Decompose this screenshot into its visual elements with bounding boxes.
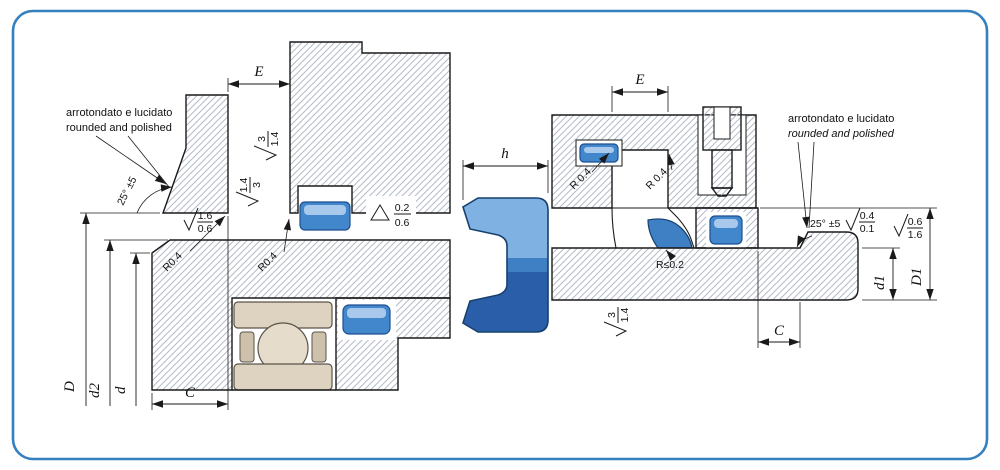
dim-label-C-right: C (774, 323, 785, 339)
left-housing-block (289, 41, 451, 214)
bearing-cage-right (311, 331, 327, 363)
right-section-view: E R 0.4 R 0.4 R≤0.2 arrotondato e lucida… (551, 72, 937, 348)
annotation-left-line1: arrotondato e lucidato (66, 107, 172, 119)
dim-label-E-left: E (253, 64, 263, 80)
bolt (697, 106, 747, 197)
bearing-inner-race (233, 363, 333, 391)
roughness-chamfer-left-top: 1.6 (198, 210, 213, 222)
radius-lip-callout: R≤0.2 (656, 249, 684, 271)
flatness-bottom: 0.6 (395, 217, 410, 229)
dim-d1: d1 (862, 247, 937, 301)
dim-label-d: d (113, 386, 129, 394)
dim-label-D1: D1 (909, 268, 925, 287)
left-section-view: arrotondato e lucidato rounded and polis… (62, 41, 451, 410)
bearing-cage-left (239, 331, 255, 363)
finish-rod-top: 3 (606, 312, 618, 318)
annotation-left: arrotondato e lucidato rounded and polis… (66, 107, 172, 188)
bolt-shaft (711, 149, 733, 189)
angle-callout-right: 25° ±5 (796, 218, 841, 248)
flatness-top: 0.2 (395, 202, 410, 214)
triangle-icon (370, 204, 390, 221)
finish-groove-left-bottom: 3 (251, 182, 263, 188)
dim-E-left: E (227, 64, 291, 92)
dim-h: h (462, 146, 549, 200)
seal-body-bottom-shade (463, 272, 548, 332)
right-follower-seal (706, 212, 746, 248)
roughness-chamfer-left: 1.6 0.6 (183, 207, 213, 235)
dim-d: d (113, 252, 150, 406)
angle-label-right: 25° ±5 (810, 218, 841, 230)
seal-outline (462, 197, 549, 333)
left-backup-ring (299, 201, 351, 231)
annotation-right-line2: rounded and polished (788, 128, 895, 140)
finish-rod-bottom: 1.4 (619, 308, 631, 323)
finish-groove-right-bottom: 1.4 (269, 132, 281, 147)
roughness-chamfer-right-top: 0.4 (860, 210, 875, 222)
seal-cross-section: h (462, 146, 549, 333)
dim-C-left: C (151, 216, 229, 410)
dim-D1: D1 (760, 207, 937, 300)
dim-label-d2: d2 (87, 383, 103, 399)
finish-groove-left-top: 1.4 (238, 178, 250, 193)
dim-label-C-left: C (185, 385, 196, 401)
finish-rod-right: 3 1.4 (603, 307, 631, 337)
dim-label-h: h (501, 146, 509, 162)
seal-body-top-shade (463, 198, 548, 258)
annotation-right: arrotondato e lucidato rounded and polis… (788, 113, 895, 229)
dim-label-E-right: E (634, 72, 644, 88)
roughness-chamfer-right-bottom: 0.1 (860, 223, 875, 235)
roughness-chamfer-left-bottom: 0.6 (198, 223, 213, 235)
roughness-chamfer-right: 0.4 0.1 (845, 207, 875, 235)
dim-label-d1: d1 (872, 275, 888, 290)
surface-finish-groove-right: 3 1.4 (253, 131, 281, 161)
annotation-left-line2: rounded and polished (66, 122, 172, 134)
surface-finish-groove-left: 1.4 3 (235, 177, 263, 207)
radius-lip-label: R≤0.2 (656, 259, 684, 271)
left-rod-seal (338, 300, 396, 340)
annotation-right-line1: arrotondato e lucidato (788, 113, 894, 125)
right-seal-lip (647, 218, 693, 249)
bolt-socket (713, 106, 731, 140)
finish-groove-right-top: 3 (256, 136, 268, 142)
bolt-tip (710, 187, 734, 197)
right-static-seal (575, 139, 623, 167)
dim-label-D: D (62, 381, 78, 393)
roughness-end-right: 0.6 1.6 (893, 213, 923, 241)
right-groove-seal (611, 207, 695, 249)
roughness-end-right-bottom: 1.6 (908, 229, 923, 241)
roughness-end-right-top: 0.6 (908, 216, 923, 228)
dim-E-right: E (611, 72, 669, 112)
left-gland-plate (162, 94, 229, 214)
right-rod (551, 231, 859, 301)
dim-d2: d2 (87, 239, 168, 406)
dim-C-right: C (757, 251, 801, 348)
flatness-callout: 0.2 0.6 (366, 196, 416, 229)
dim-D: D (62, 212, 160, 406)
bearing-assembly (233, 301, 333, 391)
